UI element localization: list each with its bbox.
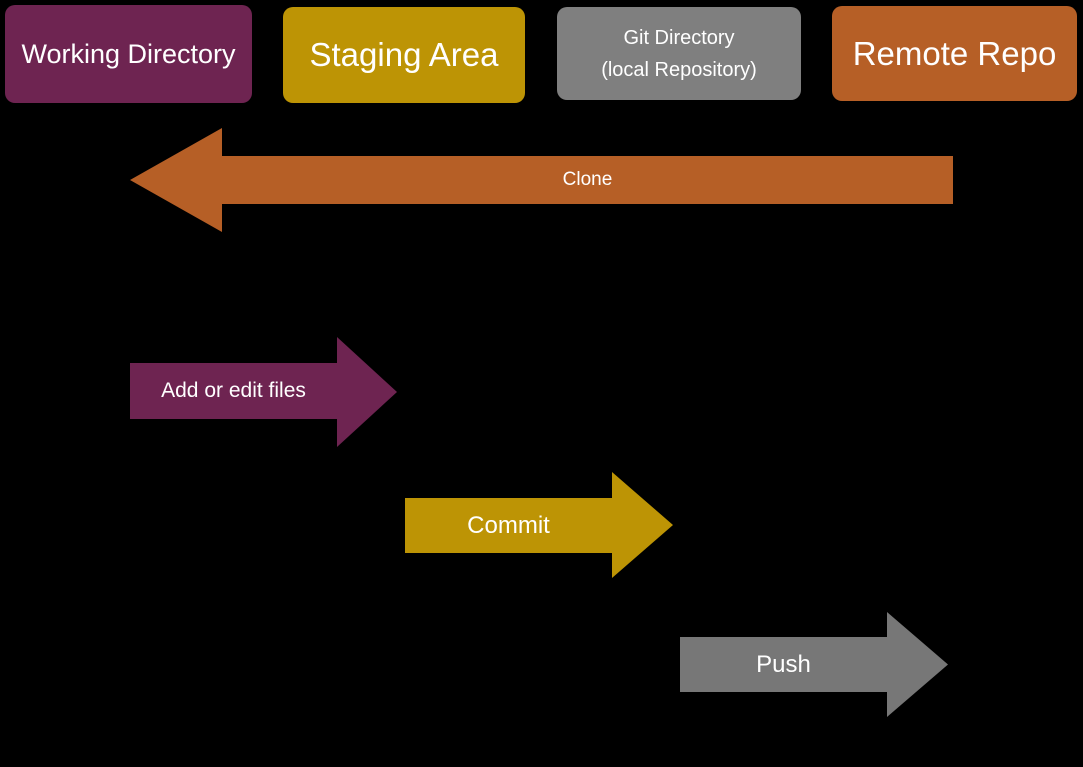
add-or-edit-files-arrowhead-right-icon	[337, 337, 397, 447]
clone-arrowhead-left-icon	[130, 128, 222, 232]
box-remote-repo: Remote Repo	[832, 6, 1077, 101]
push-arrow-label: Push	[756, 650, 811, 678]
commit-arrowhead-right-icon	[612, 472, 673, 578]
arrow-push: Push	[680, 612, 948, 717]
box-git-directory: Git Directory (local Repository)	[557, 7, 801, 100]
clone-arrow-body: Clone	[222, 156, 953, 204]
box-staging-area-label: Staging Area	[309, 36, 499, 74]
arrow-clone: Clone	[130, 128, 953, 232]
commit-arrow-body: Commit	[405, 498, 612, 553]
box-git-directory-label-line1: Git Directory	[623, 26, 735, 49]
box-git-directory-label-line2: (local Repository)	[601, 58, 757, 81]
box-working-directory-label: Working Directory	[21, 38, 236, 69]
add-or-edit-files-arrow-label: Add or edit files	[161, 379, 306, 402]
box-working-directory: Working Directory	[5, 5, 252, 103]
box-staging-area: Staging Area	[283, 7, 525, 103]
commit-arrow-label: Commit	[467, 511, 550, 539]
box-remote-repo-label: Remote Repo	[852, 34, 1057, 72]
push-arrowhead-right-icon	[887, 612, 948, 717]
push-arrow-body: Push	[680, 637, 887, 692]
clone-arrow-label: Clone	[562, 169, 613, 190]
arrow-add-or-edit-files: Add or edit files	[130, 337, 397, 447]
arrow-commit: Commit	[405, 472, 673, 578]
add-or-edit-files-arrow-body: Add or edit files	[130, 363, 337, 419]
